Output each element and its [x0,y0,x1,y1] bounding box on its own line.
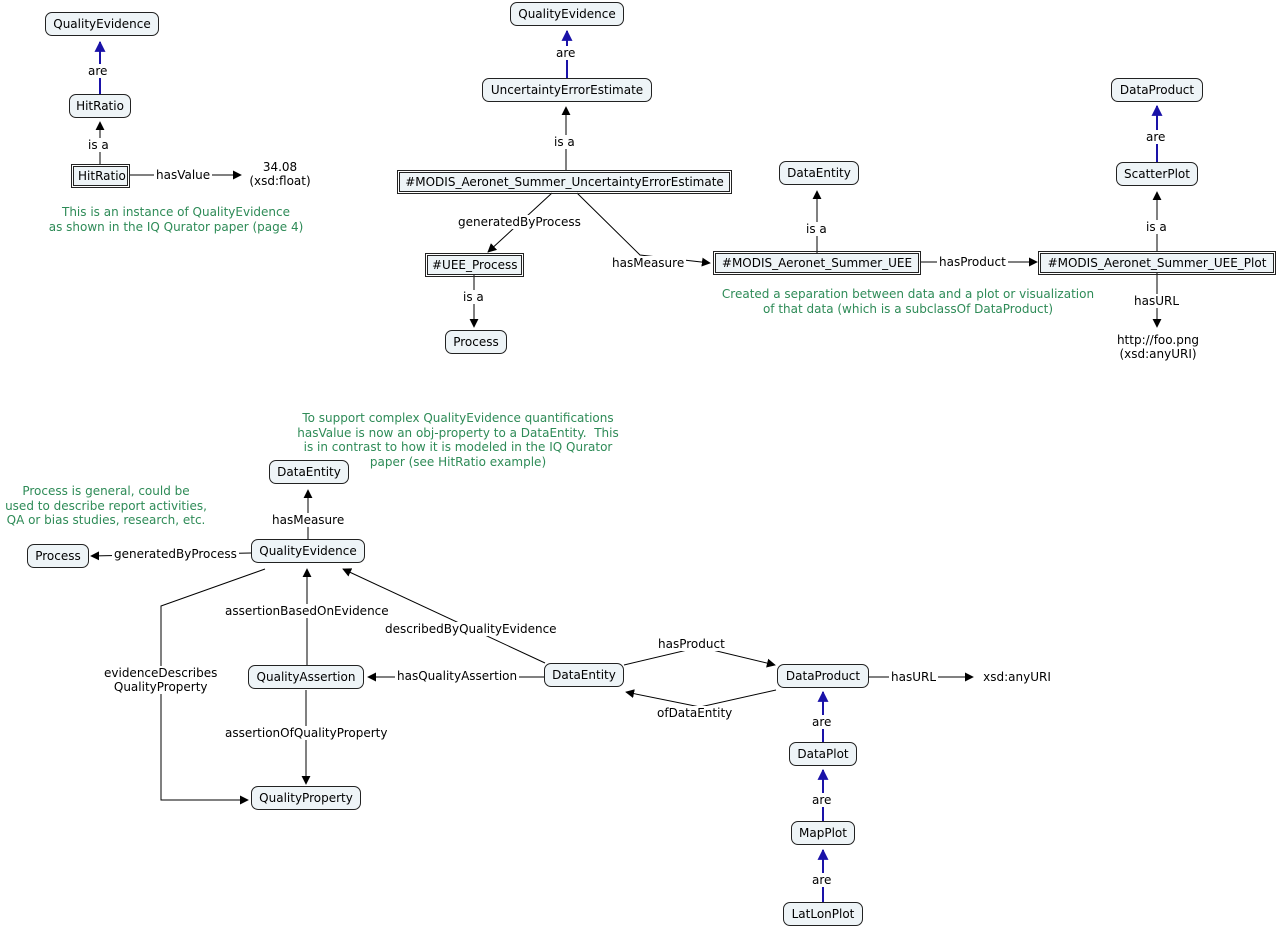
label-assertionofqualityproperty: assertionOfQualityProperty [223,726,390,740]
label-evidencedescribes-qualityproperty: evidenceDescribes QualityProperty [102,666,220,694]
label-hasproduct: hasProduct [656,637,727,651]
label-isa-dataentity-top: is a [804,222,829,236]
node-dataentity[interactable]: DataEntity [544,663,624,687]
label-are-uee: are [554,46,578,60]
node-process-top[interactable]: Process [445,330,507,354]
node-dataproduct[interactable]: DataProduct [777,664,869,688]
node-uncertaintyerrorestimate[interactable]: UncertaintyErrorEstimate [482,78,652,102]
label-hasmeasure-top: hasMeasure [610,256,687,270]
node-dataplot[interactable]: DataPlot [789,742,857,766]
node-qualityevidence[interactable]: QualityEvidence [251,539,365,563]
label-ofdataentity: ofDataEntity [655,706,735,720]
note-process-general: Process is general, could be used to des… [5,484,207,527]
node-qualityevidence-top-left[interactable]: QualityEvidence [45,12,159,36]
note-hasvalue-obj-property: To support complex QualityEvidence quant… [297,411,619,469]
node-dataproduct-top[interactable]: DataProduct [1111,78,1203,102]
label-are-hitratio: are [86,64,110,78]
label-isa-process: is a [461,290,486,304]
node-scatterplot[interactable]: ScatterPlot [1116,162,1198,186]
edge-hasmeasure-top [576,192,711,267]
node-hitratio-instance[interactable]: HitRatio [71,164,130,188]
label-isa-scatterplot: is a [1144,220,1169,234]
note-data-plot-separation: Created a separation between data and a … [721,287,1095,316]
label-assertionbasedonevidence: assertionBasedOnEvidence [223,604,391,618]
node-dataentity-mid[interactable]: DataEntity [269,460,349,484]
node-mapplot[interactable]: MapPlot [791,821,855,845]
literal-foo-png: http://foo.png (xsd:anyURI) [1116,333,1200,361]
label-isa-uee: is a [552,135,577,149]
label-generatedbyprocess: generatedByProcess [112,547,239,561]
label-isa-hitratio: is a [86,138,111,152]
node-modis-uee-estimate[interactable]: #MODIS_Aeronet_Summer_UncertaintyErrorEs… [397,170,732,194]
edge-describedbyqualityevidence [342,568,546,664]
label-hasqualityassertion: hasQualityAssertion [395,669,520,683]
node-dataentity-top[interactable]: DataEntity [779,161,859,185]
note-hitratio-instance: This is an instance of QualityEvidence a… [48,205,304,234]
label-are-dataplot: are [810,715,834,729]
node-uee-process[interactable]: #UEE_Process [425,253,524,277]
label-hasurl-top: hasURL [1132,294,1182,308]
edge-evidencedescribes [160,568,266,805]
label-are-mapplot: are [810,793,834,807]
node-modis-uee-plot[interactable]: #MODIS_Aeronet_Summer_UEE_Plot [1038,251,1276,275]
label-hasmeasure: hasMeasure [270,513,347,527]
node-process-left[interactable]: Process [27,544,89,568]
label-are-scatterplot: are [1144,130,1168,144]
node-qualityproperty[interactable]: QualityProperty [251,786,361,810]
label-describedbyqualityevidence: describedByQualityEvidence [383,622,559,636]
label-are-latlonplot: are [810,873,834,887]
node-latlonplot[interactable]: LatLonPlot [783,902,863,926]
literal-hitratio-value: 34.08 (xsd:float) [249,160,311,188]
node-modis-uee[interactable]: #MODIS_Aeronet_Summer_UEE [713,251,921,275]
literal-xsd-anyuri: xsd:anyURI [983,670,1051,684]
label-hasvalue: hasValue [154,168,213,182]
node-qualityassertion[interactable]: QualityAssertion [248,665,364,689]
edge-ofdataentity [625,689,777,708]
label-generatedbyprocess-top: generatedByProcess [456,215,583,229]
label-hasurl: hasURL [889,670,939,684]
node-hitratio-class[interactable]: HitRatio [69,94,131,118]
node-qualityevidence-top-mid[interactable]: QualityEvidence [510,2,624,26]
label-hasproduct-top: hasProduct [937,255,1008,269]
